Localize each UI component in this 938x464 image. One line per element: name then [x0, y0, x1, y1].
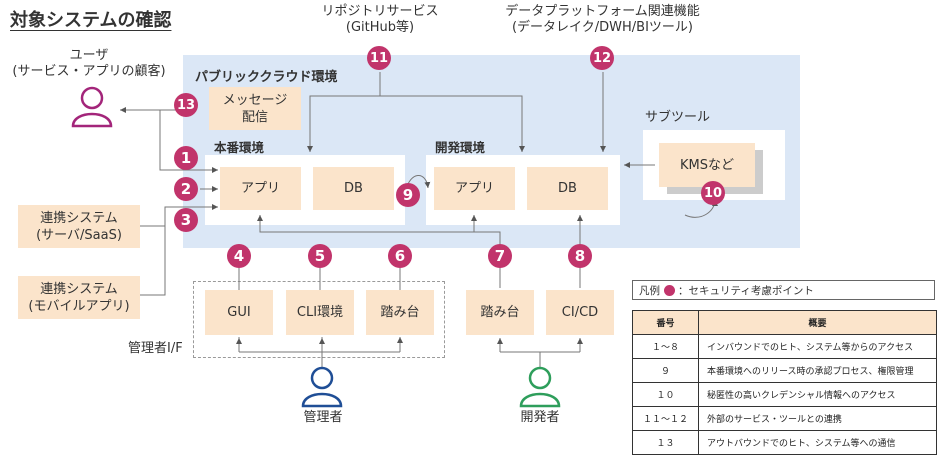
- page-title: 対象システムの確認: [10, 10, 172, 31]
- prod-app-box: アプリ: [220, 167, 301, 210]
- security-badge-8: 8: [568, 244, 592, 268]
- line-repo-prod: [307, 72, 381, 152]
- dev-db-box: DB: [527, 167, 608, 210]
- admin-bastion-box: 踏み台: [366, 290, 434, 335]
- security-badge-4: 4: [227, 244, 251, 268]
- gui-box: GUI: [205, 290, 273, 335]
- table-row: １０ 秘匿性の高いクレデンシャル情報へのアクセス: [632, 382, 937, 407]
- security-badge-9: 9: [396, 183, 420, 207]
- legend-row-desc: インバウンドでのヒト、システム等からのアクセス: [698, 334, 937, 359]
- security-badge-6: 6: [388, 244, 412, 268]
- security-badge-2: 2: [174, 177, 198, 201]
- security-badge-11: 11: [367, 46, 391, 70]
- partner-mobile-line1: 連携システム: [40, 281, 118, 297]
- legend-badge-dot-icon: [664, 284, 675, 296]
- data-platform-line1: データプラットフォーム関連機能: [505, 4, 700, 19]
- user-label-line2: (サービス・アプリの顧客): [12, 64, 166, 79]
- security-badge-5: 5: [308, 244, 332, 268]
- cicd-box: CI/CD: [546, 290, 614, 335]
- developer-label: 開発者: [520, 410, 560, 425]
- line-user-app: [159, 110, 218, 173]
- legend-row-desc: アウトバウンドでのヒト、システム等への通信: [698, 430, 937, 455]
- legend-row-num: １１～１２: [632, 406, 699, 431]
- legend-row-num: ９: [632, 358, 699, 383]
- line-dev-tree: [500, 351, 580, 368]
- security-badge-10: 10: [701, 181, 725, 205]
- line-partner-server: [140, 204, 218, 227]
- subtool-label: サブツール: [645, 110, 711, 125]
- admin-if-container: [193, 281, 445, 358]
- legend-row-desc: 本番環境へのリリース時の承認プロセス、権限管理: [698, 358, 937, 383]
- legend-key-prefix: 凡例: [639, 284, 660, 297]
- message-delivery-line2: 配信: [241, 109, 268, 125]
- message-delivery-line1: メッセージ: [222, 92, 288, 108]
- prod-db-box: DB: [313, 167, 394, 210]
- security-badge-12: 12: [590, 46, 614, 70]
- admin-label: 管理者: [303, 410, 343, 425]
- legend-row-desc: 外部のサービス・ツールとの連携: [698, 406, 937, 431]
- data-platform-caption: データプラットフォーム関連機能 (データレイク/DWH/BIツール): [495, 4, 710, 36]
- legend-header-desc: 概要: [698, 310, 937, 335]
- dev-bastion-box: 踏み台: [466, 290, 534, 335]
- message-delivery-box: メッセージ 配信: [209, 87, 301, 130]
- user-person-icon: [71, 86, 113, 128]
- table-row: ９ 本番環境へのリリース時の承認プロセス、権限管理: [632, 358, 937, 383]
- legend-header-row: 番号 概要: [632, 310, 937, 335]
- user-caption: ユーザ (サービス・アプリの顧客): [5, 48, 173, 80]
- security-badge-1: 1: [174, 146, 198, 170]
- partner-server-box: 連携システム (サーバ/SaaS): [18, 205, 140, 248]
- legend-table: 番号 概要 １～８ インバウンドでのヒト、システム等からのアクセス ９ 本番環境…: [632, 310, 937, 455]
- line-admin-tree: [238, 337, 400, 368]
- table-row: １１～１２ 外部のサービス・ツールとの連携: [632, 406, 937, 431]
- legend-row-desc: 秘匿性の高いクレデンシャル情報へのアクセス: [698, 382, 937, 407]
- dev-app-box: アプリ: [434, 167, 515, 210]
- table-row: １～８ インバウンドでのヒト、システム等からのアクセス: [632, 334, 937, 359]
- line-bastion-apps: [257, 215, 501, 288]
- line-repo-dev: [380, 95, 525, 152]
- data-platform-line2: (データレイク/DWH/BIツール): [511, 20, 694, 35]
- admin-if-label: 管理者I/F: [128, 341, 183, 356]
- security-badge-3: 3: [174, 208, 198, 232]
- user-label-line1: ユーザ: [69, 48, 109, 63]
- kms-box: KMSなど: [659, 143, 755, 187]
- legend-header-num: 番号: [632, 310, 699, 335]
- developer-person-icon: [519, 366, 561, 408]
- partner-server-line2: (サーバ/SaaS): [36, 227, 122, 243]
- legend-key: 凡例 ：セキュリティ考慮ポイント: [632, 280, 935, 300]
- legend-row-num: １０: [632, 382, 699, 407]
- repo-service-caption: リポジトリサービス (GitHub等): [300, 4, 460, 36]
- security-badge-13: 13: [174, 93, 198, 117]
- cli-box: CLI環境: [286, 290, 354, 335]
- prod-env-label: 本番環境: [214, 140, 265, 155]
- partner-server-line1: 連携システム: [40, 210, 118, 226]
- security-badge-7: 7: [488, 244, 512, 268]
- legend-row-num: １３: [632, 430, 699, 455]
- partner-mobile-line2: (モバイルアプリ): [28, 298, 130, 314]
- admin-person-icon: [301, 366, 343, 408]
- table-row: １３ アウトバウンドでのヒト、システム等への通信: [632, 430, 937, 455]
- repo-service-line2: (GitHub等): [345, 20, 415, 35]
- dev-env-label: 開発環境: [435, 140, 486, 155]
- repo-service-line1: リポジトリサービス: [321, 4, 439, 19]
- public-cloud-label: パブリッククラウド環境: [195, 70, 338, 85]
- partner-mobile-box: 連携システム (モバイルアプリ): [18, 276, 140, 319]
- legend-key-text: ：セキュリティ考慮ポイント: [678, 284, 814, 297]
- line-partner-mobile: [140, 226, 166, 296]
- legend-row-num: １～８: [632, 334, 699, 359]
